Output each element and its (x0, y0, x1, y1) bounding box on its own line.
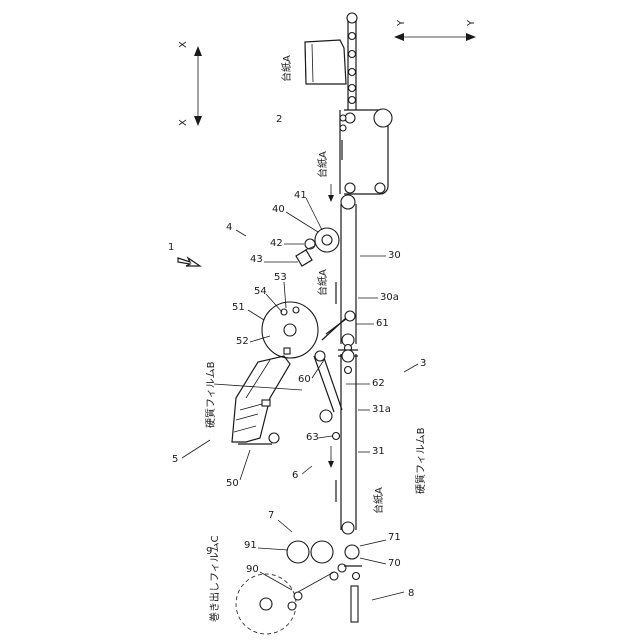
leader-hard-film (214, 384, 302, 390)
ref-60: 60 (298, 374, 311, 385)
paper-stack (305, 40, 346, 84)
ref-2: 2 (276, 114, 282, 125)
leader-51 (248, 310, 264, 320)
ref-3: 3 (420, 358, 426, 369)
conveyor-31-film-label: 硬質フィルムB (414, 427, 427, 494)
ref-90: 90 (246, 564, 259, 575)
top-feed (347, 13, 357, 110)
feed-arrow-1 (328, 184, 334, 202)
ref-61: 61 (376, 318, 389, 329)
unit-8-output (344, 566, 362, 622)
ref-71: 71 (388, 532, 401, 543)
conveyor-31-paper-label: 台紙A (372, 487, 385, 514)
leader-7 (278, 520, 292, 532)
ref-30a: 30a (380, 292, 399, 303)
conveyor-30-paper-label: 台紙A (316, 269, 329, 296)
unit-2-conveyor (340, 109, 392, 194)
unit-7-laminator (287, 541, 359, 563)
unit-6-film-guide (314, 311, 358, 440)
ref-5: 5 (172, 454, 178, 465)
leader-60 (312, 360, 324, 378)
leader-40 (286, 212, 318, 232)
leader-90 (260, 572, 292, 590)
ref-42: 42 (270, 238, 283, 249)
y-direction-arrow (394, 33, 476, 41)
unit-2-paper-label: 台紙A (316, 151, 329, 178)
leader-71 (360, 540, 386, 546)
ref-31a: 31a (372, 404, 391, 415)
feed-arrow-2 (328, 446, 334, 468)
ref-63: 63 (306, 432, 319, 443)
hard-film-label: 硬質フィルムB (204, 361, 217, 428)
unwound-film-label: 巻き出しフィルムC (208, 535, 221, 622)
leader-4 (236, 230, 246, 236)
unit-5-big-roll (262, 302, 318, 358)
leader-50 (240, 450, 250, 480)
leader-8 (372, 592, 404, 600)
conveyor-31 (336, 350, 356, 534)
axis-x-top-label: X (178, 41, 189, 48)
ref-40: 40 (272, 204, 285, 215)
leader-5 (182, 440, 210, 458)
ref-52: 52 (236, 336, 249, 347)
leader-6 (302, 466, 312, 474)
ref-1-arrow (178, 258, 200, 266)
ref-41: 41 (294, 190, 307, 201)
x-direction-arrow (194, 46, 202, 126)
leader-91 (258, 548, 288, 550)
unit-4-roller (296, 228, 339, 266)
leader-3 (404, 364, 418, 372)
axis-y-left-label: Y (396, 19, 407, 27)
ref-51: 51 (232, 302, 245, 313)
ref-70: 70 (388, 558, 401, 569)
leader-70 (360, 558, 386, 564)
ref-54: 54 (254, 286, 267, 297)
film-cassette (232, 356, 290, 444)
ref-30: 30 (388, 250, 401, 261)
ref-8: 8 (408, 588, 414, 599)
ref-6: 6 (292, 470, 298, 481)
leader-63 (318, 436, 332, 438)
ref-31: 31 (372, 446, 385, 457)
axis-x-bottom-label: X (178, 119, 189, 126)
ref-53: 53 (274, 272, 287, 283)
ref-62: 62 (372, 378, 385, 389)
ref-43: 43 (250, 254, 263, 265)
ref-7: 7 (268, 510, 274, 521)
ref-50: 50 (226, 478, 239, 489)
leader-41 (306, 198, 322, 230)
ref-4: 4 (226, 222, 232, 233)
paper-stack-label: 台紙A (280, 55, 293, 82)
ref-1: 1 (168, 242, 174, 253)
conveyor-30 (336, 195, 356, 346)
axis-y-right-label: Y (466, 19, 477, 27)
ref-91: 91 (244, 540, 257, 551)
